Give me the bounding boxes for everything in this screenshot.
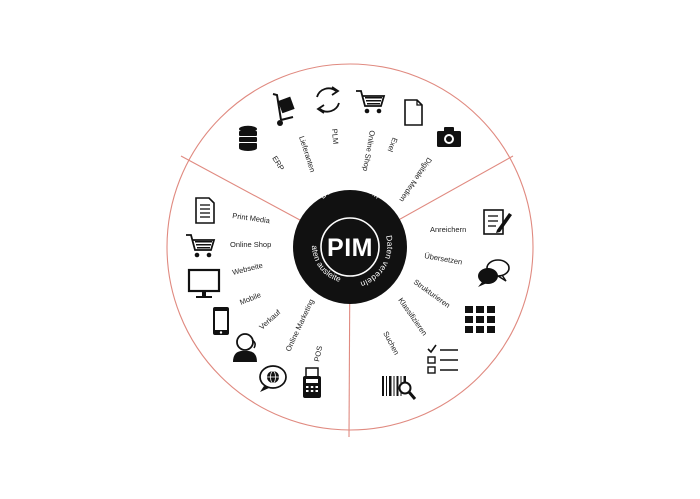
label-pos: POS <box>312 345 324 362</box>
label-anreichern: Anreichern <box>430 225 466 234</box>
label-erp: ERP <box>270 154 286 172</box>
pos-terminal-icon <box>303 367 321 398</box>
monitor-icon <box>187 268 221 298</box>
cycle-arrows-icon <box>316 86 340 114</box>
label-online-marketing: Online Marketing <box>284 298 316 353</box>
salesperson-icon <box>233 333 257 362</box>
label-uebersetzen: Übersetzen <box>424 251 463 267</box>
edit-document-icon <box>483 209 512 235</box>
label-suchen: Suchen <box>381 330 401 357</box>
globe-chat-icon <box>259 365 287 392</box>
speech-bubbles-icon <box>478 259 510 287</box>
label-klassifizieren: Klassifizieren <box>396 296 429 337</box>
pim-title: PIM <box>327 234 373 262</box>
label-mobile: Mobile <box>238 290 262 307</box>
camera-icon <box>437 127 461 147</box>
label-strukturieren: Strukturieren <box>412 277 452 310</box>
smartphone-icon <box>213 307 229 335</box>
document-icon <box>404 99 423 126</box>
shopping-cart-icon <box>186 234 216 258</box>
database-icon <box>239 125 257 151</box>
outer-circle <box>166 63 534 431</box>
hand-truck-icon <box>272 93 295 126</box>
label-exel: Exel <box>386 136 400 153</box>
label-plm: PLM <box>330 128 340 144</box>
label-online-shop-top: Online Shop <box>361 130 377 172</box>
label-print-media: Print Media <box>232 211 272 225</box>
label-digitale-medien: Digitale Medien <box>397 156 433 204</box>
print-document-icon <box>195 197 215 224</box>
label-lieferanten: Lieferanten <box>297 135 317 173</box>
ring-label-output: Daten ausleiten <box>0 0 342 284</box>
grid-icon <box>465 306 495 333</box>
label-webseite: Webseite <box>231 261 263 277</box>
barcode-search-icon <box>382 376 417 400</box>
label-online-shop-left: Online Shop <box>230 240 271 249</box>
svg-text:Daten ausleiten: Daten ausleiten <box>0 0 342 284</box>
shopping-cart-icon <box>356 90 386 114</box>
pim-hub: PIM Daten sammeln Daten veredeln Daten a… <box>0 0 407 304</box>
checklist-icon <box>427 344 458 374</box>
label-verkauf: Verkauf <box>257 307 283 331</box>
